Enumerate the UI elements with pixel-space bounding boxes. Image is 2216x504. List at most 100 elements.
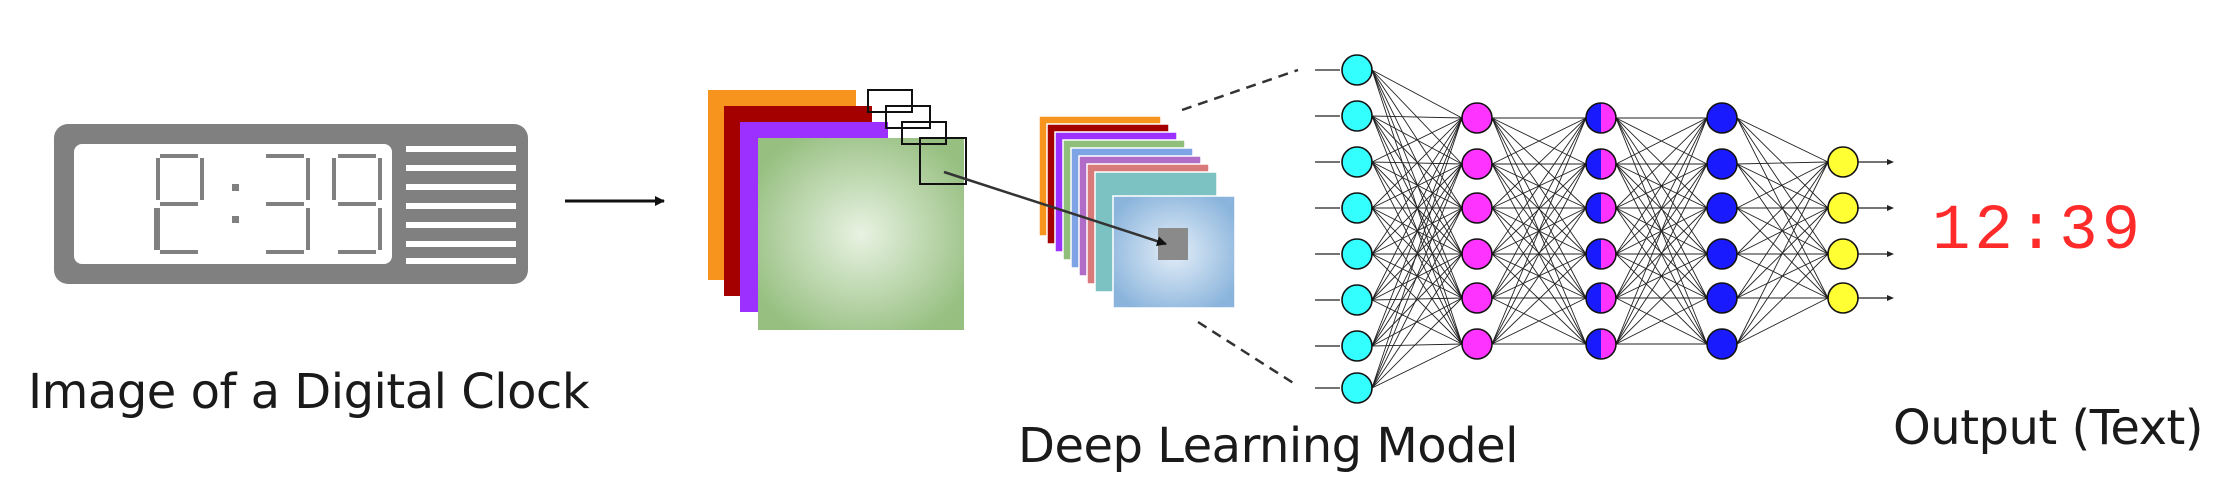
network-connection [1371,69,1463,119]
clock-segment [378,208,382,250]
clock-colon-dot [232,184,239,191]
network-connection [1491,207,1587,345]
output-arrowhead [1887,159,1894,165]
network-connection [1371,117,1463,163]
clock-vent-lines [406,146,516,264]
hidden-neuron-2 [1585,192,1617,224]
network-connection [1491,163,1587,345]
clock-segment [338,250,376,254]
conv-feature-stack [1038,115,1236,309]
hidden-neuron-2 [1585,282,1617,314]
hidden-neuron-1 [1461,238,1493,270]
network-connection [1615,117,1708,209]
network-connection [1371,161,1463,299]
network-connection [1491,117,1587,299]
hidden-neuron-2 [1585,328,1617,360]
network-connection [1615,117,1708,165]
network-connection [1615,297,1708,345]
output-arrowhead [1887,205,1894,211]
zoom-line-top [1181,68,1299,112]
hidden-neuron-1 [1461,102,1493,134]
clock-segment [266,202,304,206]
network-connection [1736,161,1829,255]
network-connections [1371,69,1829,389]
hidden-neuron-3 [1706,238,1738,270]
hidden-neuron-3 [1706,282,1738,314]
clock-segment [338,202,376,206]
hidden-neuron-1 [1461,148,1493,180]
input-neuron [1341,284,1373,316]
network-connection [1736,161,1829,345]
network-connection [1371,253,1463,389]
kernel-window [901,121,947,145]
input-neuron [1341,330,1373,362]
network-connection [1371,117,1463,301]
network-connection [1736,253,1829,345]
network-connection [1615,117,1708,345]
network-connection [1736,163,1829,209]
network-connection [1491,117,1587,165]
input-label: Image of a Digital Clock [28,364,590,420]
conv-input-stack [708,89,967,330]
hidden-neuron-1 [1461,282,1493,314]
feature-map-green [758,138,964,330]
network-connection [1491,207,1587,299]
output-neuron [1827,238,1859,270]
hidden-neuron-3 [1706,328,1738,360]
convolution-arrow [943,170,1167,246]
network-connection [1371,297,1463,347]
network-connection [1615,207,1708,345]
output-neuron [1827,282,1859,314]
kernel-window [919,137,967,185]
network-connection [1615,207,1708,299]
clock-seven-segment-display [154,154,382,254]
network-connection [1371,115,1463,299]
clock-segment [154,208,158,250]
network-connection [1371,117,1463,389]
network-connection [1371,115,1463,119]
clock-segment [378,158,382,200]
clock-segment [332,158,336,200]
digital-clock-icon [54,124,528,284]
hidden-neuron-2 [1585,238,1617,270]
clock-segment [306,158,310,200]
output-arrowhead [1887,251,1894,257]
network-connection [1371,163,1463,389]
clock-segment [160,202,198,206]
network-connection [1736,161,1829,299]
hidden-neuron-3 [1706,192,1738,224]
network-connection [1371,343,1463,347]
hidden-neuron-1 [1461,328,1493,360]
network-connection [1736,117,1829,163]
input-neuron [1341,238,1373,270]
network-connection [1491,297,1587,345]
network-connection [1615,163,1708,255]
clock-segment [160,250,198,254]
network-connection [1371,297,1463,389]
network-connection [1736,163,1829,255]
network-connection [1491,253,1587,345]
network-connection [1615,253,1708,345]
clock-colon-dot [232,216,239,223]
input-neuron [1341,54,1373,86]
hidden-neuron-1 [1461,192,1493,224]
network-connection [1371,117,1463,209]
output-label: Output (Text) [1893,400,2204,456]
network-connection [1736,161,1829,209]
network-connection [1371,343,1463,389]
clock-segment [156,158,160,200]
input-neuron [1341,146,1373,178]
network-connection [1491,117,1587,345]
neural-network [1315,54,1894,404]
kernel-window [867,89,913,113]
output-neuron [1827,146,1859,178]
network-connection [1371,69,1463,299]
network-connection [1615,117,1708,299]
network-connection [1371,115,1463,209]
network-connection [1736,297,1829,345]
output-neuron [1827,192,1859,224]
clock-segment [338,154,376,158]
model-label: Deep Learning Model [1018,418,1519,474]
input-neuron [1341,372,1373,404]
input-neuron [1341,192,1373,224]
